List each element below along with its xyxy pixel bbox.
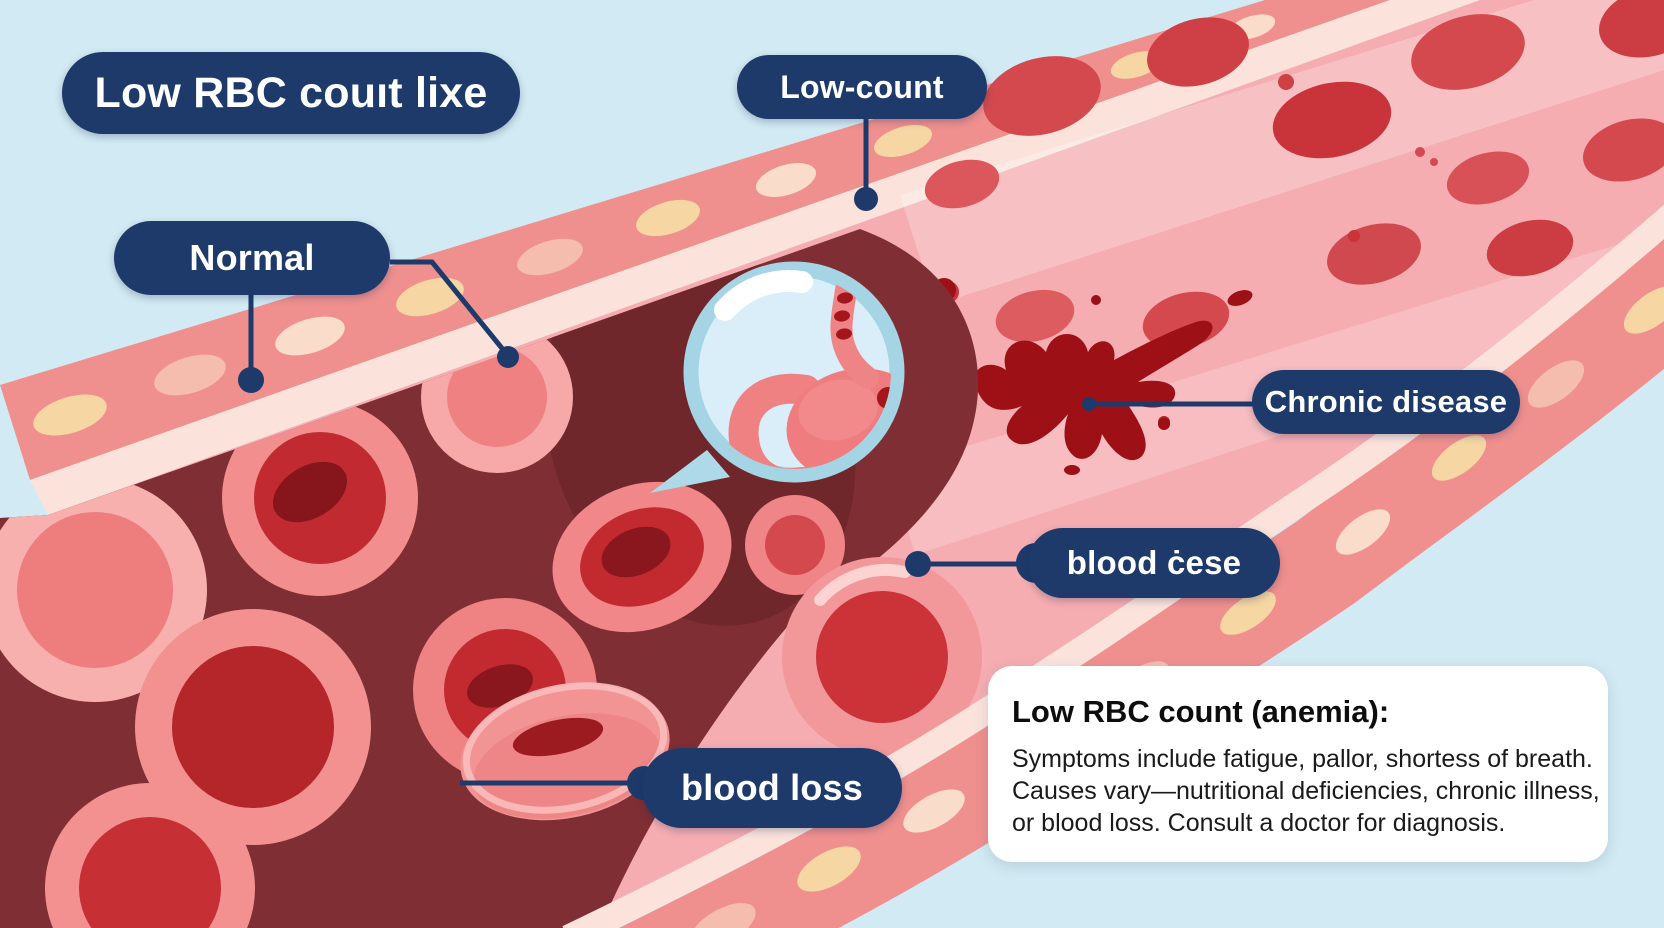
rbc-cell-donut [460, 682, 670, 821]
rbc-cell [222, 400, 418, 596]
rbc-cell [552, 481, 732, 633]
callout-blood-cose: blood ċese [1028, 528, 1280, 598]
rbc-cell [45, 783, 255, 928]
vessel-wall-cell-dots [33, 14, 1276, 436]
title-label: Low RBC couıt lixe [62, 52, 520, 134]
callout-normal: Normal [114, 221, 390, 295]
low-count-rbc-cells [924, 0, 1664, 459]
callout-chronic-disease: Chronic disease [1252, 370, 1520, 434]
vessel-lower-wall [562, 205, 1664, 928]
info-box-line: Causes vary—nutritional deficiencies, ch… [1012, 777, 1600, 805]
callout-blood-loss: blood loss [642, 748, 902, 828]
rbc-cell [0, 478, 207, 702]
callout-low-count: Low-count [737, 55, 987, 119]
info-box-line: Symptoms include fatigue, pallor, shorte… [1012, 745, 1593, 773]
info-box-line: or blood loss. Consult a doctor for diag… [1012, 809, 1506, 837]
bubble-tail [650, 450, 730, 493]
dense-rbc-cells [0, 234, 856, 928]
bubble-highlight [714, 270, 813, 321]
info-box: Low RBC count (anemia): Symptoms include… [988, 666, 1608, 862]
rbc-cell [782, 557, 982, 757]
rbc-cell [745, 495, 845, 595]
rbc-cell [135, 609, 371, 845]
info-box-title: Low RBC count (anemia): [1012, 694, 1390, 729]
